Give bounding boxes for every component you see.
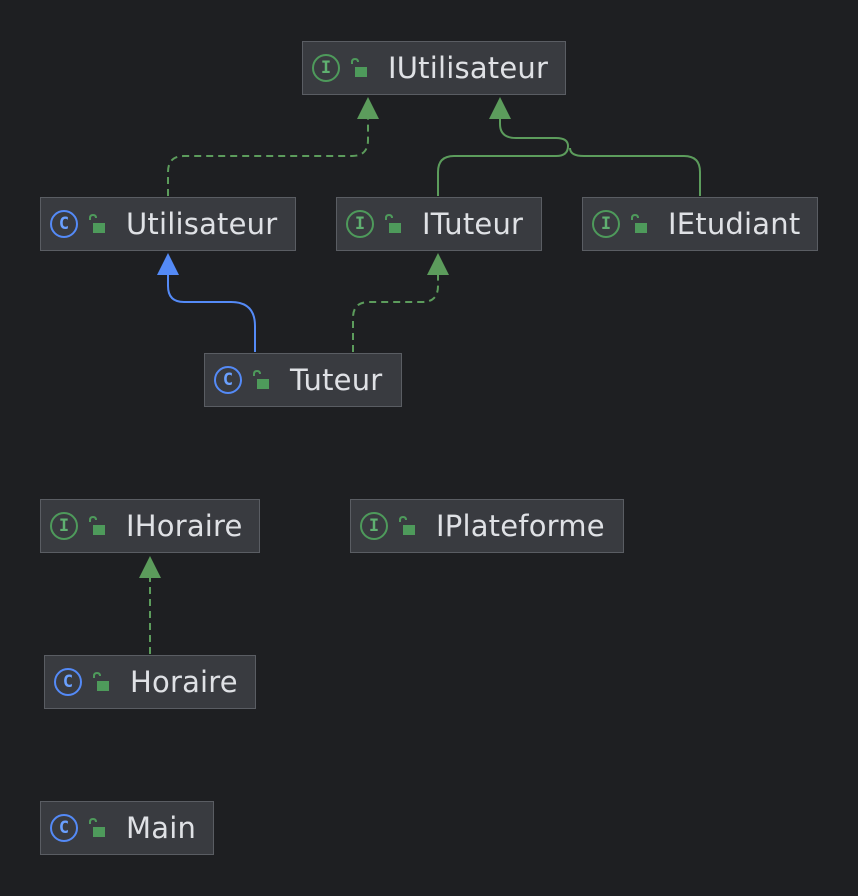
public-lock-icon: [88, 818, 106, 838]
arrowhead-iutilisateur-right: [489, 97, 511, 119]
node-utilisateur[interactable]: C Utilisateur: [40, 197, 296, 251]
class-icon: C: [50, 210, 78, 238]
node-ihoraire[interactable]: I IHoraire: [40, 499, 260, 553]
node-ietudiant[interactable]: I IEtudiant: [582, 197, 818, 251]
node-label: Tuteur: [290, 362, 383, 397]
class-icon: C: [50, 814, 78, 842]
interface-icon: I: [360, 512, 388, 540]
public-lock-icon: [384, 214, 402, 234]
interface-icon: I: [312, 54, 340, 82]
node-label: IEtudiant: [668, 206, 801, 241]
arrowhead-utilisateur: [157, 253, 179, 275]
interface-icon: I: [50, 512, 78, 540]
arrowhead-ihoraire: [139, 556, 161, 578]
node-label: IPlateforme: [436, 508, 605, 543]
interface-icon: I: [346, 210, 374, 238]
node-label: Utilisateur: [126, 206, 278, 241]
public-lock-icon: [630, 214, 648, 234]
node-iutilisateur[interactable]: I IUtilisateur: [302, 41, 566, 95]
node-label: IHoraire: [126, 508, 243, 543]
edge-tuteur-extends-utilisateur: [167, 274, 256, 352]
public-lock-icon: [252, 370, 270, 390]
node-iplateforme[interactable]: I IPlateforme: [350, 499, 624, 553]
node-main[interactable]: C Main: [40, 801, 214, 855]
node-label: Horaire: [130, 664, 238, 699]
edge-utilisateur-implements-iutilisateur: [167, 118, 369, 196]
node-label: ITuteur: [422, 206, 524, 241]
node-label: Main: [126, 810, 197, 845]
edge-ietudiant-extends-iutilisateur: [569, 147, 701, 196]
public-lock-icon: [88, 214, 106, 234]
arrowhead-iutilisateur-left: [357, 97, 379, 119]
public-lock-icon: [398, 516, 416, 536]
arrowhead-ituteur: [427, 253, 449, 275]
public-lock-icon: [92, 672, 110, 692]
edge-tuteur-implements-ituteur: [352, 274, 439, 352]
node-ituteur[interactable]: I ITuteur: [336, 197, 542, 251]
class-icon: C: [214, 366, 242, 394]
edge-ituteur-extends-iutilisateur: [437, 118, 570, 196]
node-tuteur[interactable]: C Tuteur: [204, 353, 402, 407]
interface-icon: I: [592, 210, 620, 238]
class-icon: C: [54, 668, 82, 696]
public-lock-icon: [350, 58, 368, 78]
node-horaire[interactable]: C Horaire: [44, 655, 256, 709]
public-lock-icon: [88, 516, 106, 536]
node-label: IUtilisateur: [388, 50, 549, 85]
